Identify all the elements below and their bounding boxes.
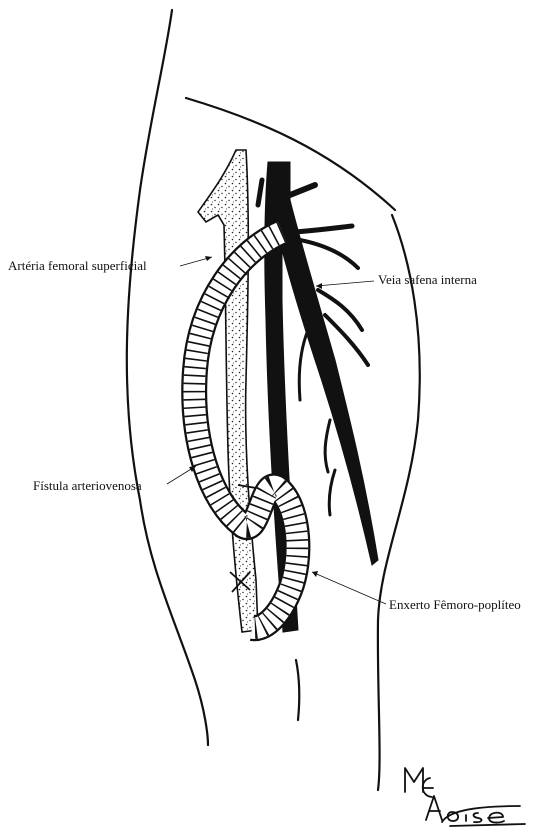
artist-signature	[405, 768, 525, 826]
label-superficial-femoral-artery: Artéria femoral superficial	[8, 259, 147, 272]
label-arteriovenous-fistula: Fístula arteriovenosa	[33, 479, 142, 492]
label-femoro-popliteal-graft: Enxerto Fêmoro-poplíteo	[389, 598, 521, 611]
label-great-saphenous-vein: Veia safena interna	[378, 273, 477, 286]
